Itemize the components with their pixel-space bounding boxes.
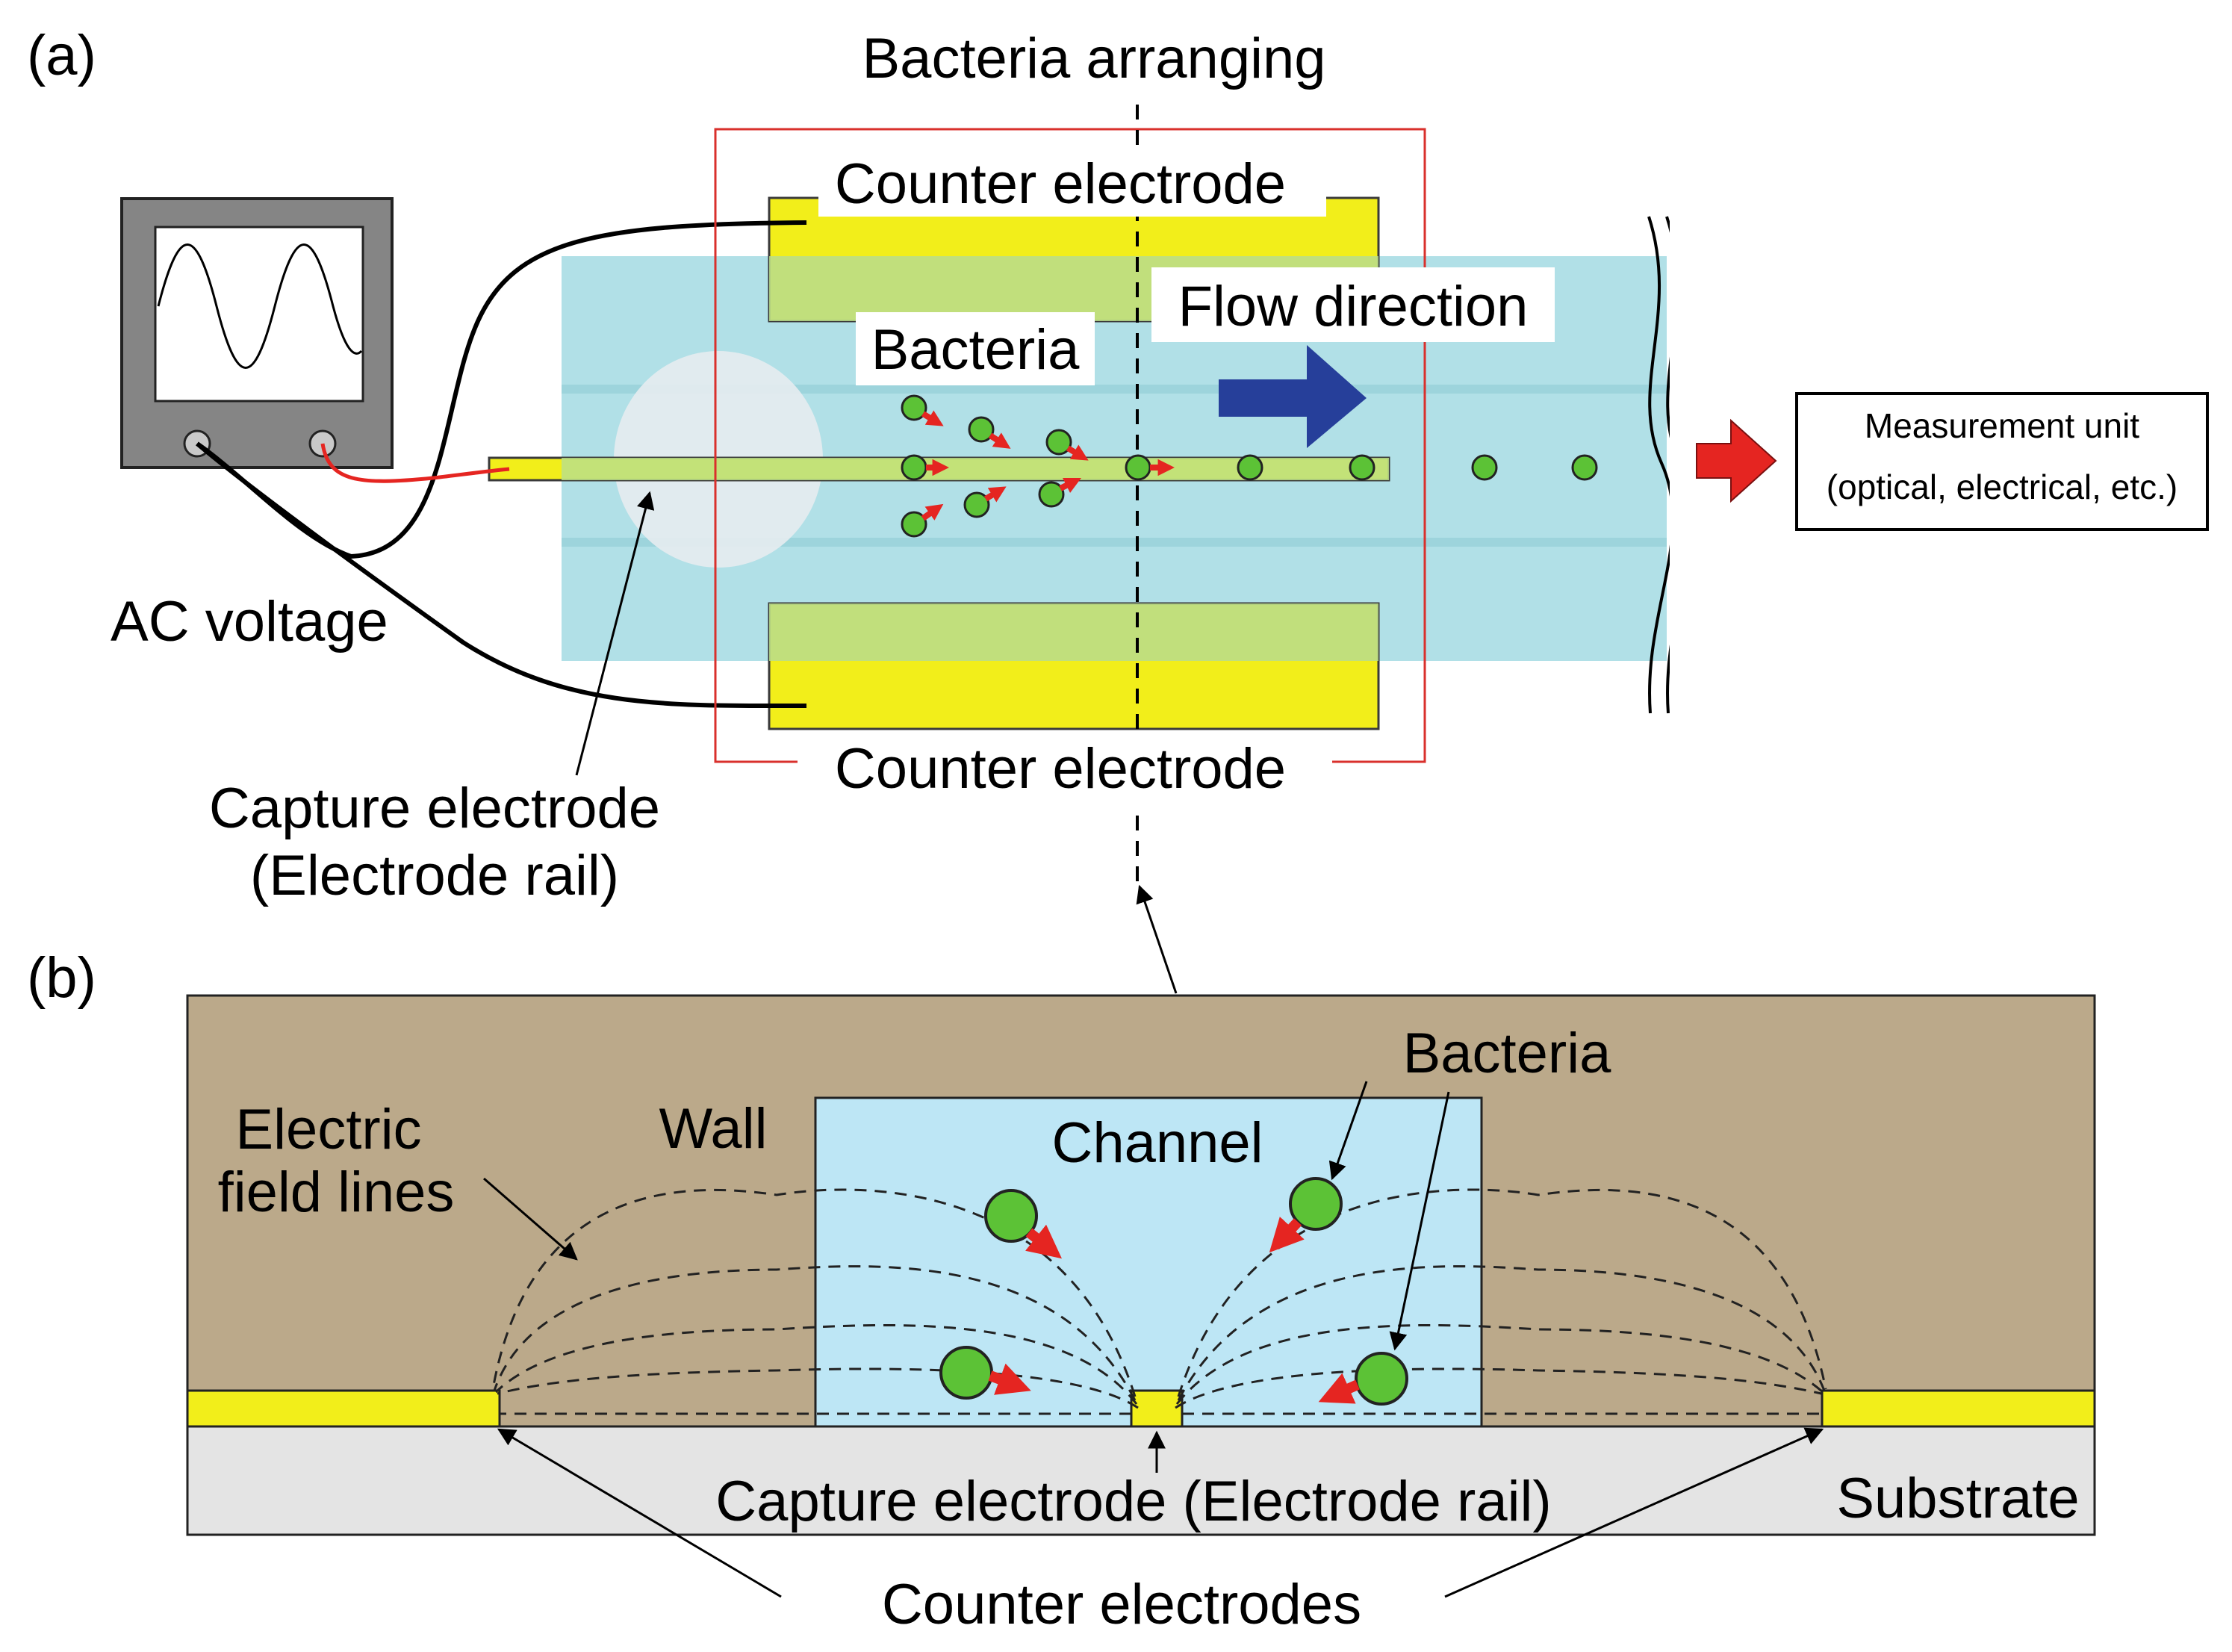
panel-a-label: (a) (27, 24, 96, 87)
sine-wave-icon (157, 243, 363, 369)
wire-to-capture-electrode (320, 443, 510, 483)
capture-electrode-label-b: Capture electrode (Electrode rail) (715, 1470, 1551, 1533)
panel-b: (b) (27, 946, 2096, 1636)
counter-electrode-bottom-label: Counter electrode (835, 737, 1286, 801)
channel-inner-line-upper (562, 385, 1667, 394)
bacterium-icon (901, 394, 944, 426)
bacteria-top-view (901, 394, 1598, 538)
oscilloscope-icon (120, 197, 394, 469)
bacteria-cross-section (939, 1177, 1408, 1406)
bacteria-pointer-upper (1328, 1081, 1368, 1181)
bacterium-icon (1349, 454, 1375, 481)
electric-field-sublabel: field lines (218, 1161, 455, 1224)
bacterium-icon (1237, 454, 1263, 481)
panel-b-label: (b) (27, 946, 96, 1010)
counter-electrode-bottom-overlap (769, 603, 1378, 661)
channel-break-line-1 (1647, 216, 1675, 714)
counter-electrode-left (186, 1389, 501, 1428)
bacteria-arranging-title: Bacteria arranging (862, 27, 1325, 90)
bacterium-icon (963, 486, 1007, 518)
counter-electrode-right (1821, 1389, 2096, 1428)
measurement-unit-sublabel: (optical, electrical, etc.) (1827, 468, 2177, 506)
bacterium-icon (968, 416, 1011, 449)
field-lines-pointer (483, 1177, 578, 1261)
flow-arrow-icon (1219, 345, 1367, 448)
wire-to-top-counter (196, 220, 807, 559)
counter-top-label-bg (818, 149, 1326, 217)
bacterium-icon (1038, 477, 1082, 508)
wire-to-bottom-counter (196, 441, 807, 709)
counter-electrode-pointer-left (497, 1428, 782, 1598)
bacteria-pointer-lower (1389, 1091, 1450, 1351)
bacterium-icon (1125, 454, 1175, 481)
capture-electrode-pointer (575, 491, 655, 776)
ac-voltage-label: AC voltage (111, 590, 388, 653)
flow-label-bg (1151, 267, 1555, 342)
wall-label: Wall (659, 1097, 768, 1161)
bacterium-icon (901, 503, 944, 538)
bacterium-icon (1269, 1177, 1343, 1253)
capture-electrode-sublabel: (Electrode rail) (250, 844, 619, 907)
output-arrow-icon (1696, 418, 1777, 503)
bacteria-label-a: Bacteria (871, 318, 1081, 382)
counter-electrode-pointer-right (1444, 1427, 1824, 1598)
measurement-unit-label: Measurement unit (1865, 406, 2139, 445)
channel-break-mask (1670, 217, 1700, 724)
bacterium-icon (1318, 1352, 1408, 1406)
flow-direction-label: Flow direction (1178, 275, 1529, 338)
capture-electrode-label: Capture electrode (209, 777, 660, 840)
bacteria-label-b: Bacteria (1403, 1022, 1612, 1085)
panel-a: (a) (27, 24, 2209, 907)
bacterium-icon (939, 1346, 1031, 1400)
bacterium-icon (984, 1189, 1062, 1259)
bacterium-icon (901, 454, 949, 481)
electric-field-lines (491, 1188, 1827, 1415)
counter-electrodes-label: Counter electrodes (882, 1573, 1361, 1636)
capture-electrode-cross-section (1130, 1389, 1184, 1428)
substrate-label: Substrate (1836, 1467, 2079, 1530)
counter-electrode-top-label: Counter electrode (835, 152, 1286, 216)
bacterium-icon (1571, 454, 1598, 481)
bacterium-icon (1471, 454, 1498, 481)
electric-field-label: Electric (235, 1098, 421, 1161)
channel-label: Channel (1051, 1111, 1263, 1175)
bacterium-icon (1045, 429, 1089, 461)
measurement-unit-box (1795, 392, 2209, 531)
counter-bottom-label-bg (798, 739, 1332, 807)
capture-electrode-rail-in-channel (562, 458, 1389, 480)
section-link-arrow (1136, 884, 1178, 994)
channel-inner-line-lower (562, 538, 1667, 547)
bacteria-label-bg (856, 312, 1095, 385)
